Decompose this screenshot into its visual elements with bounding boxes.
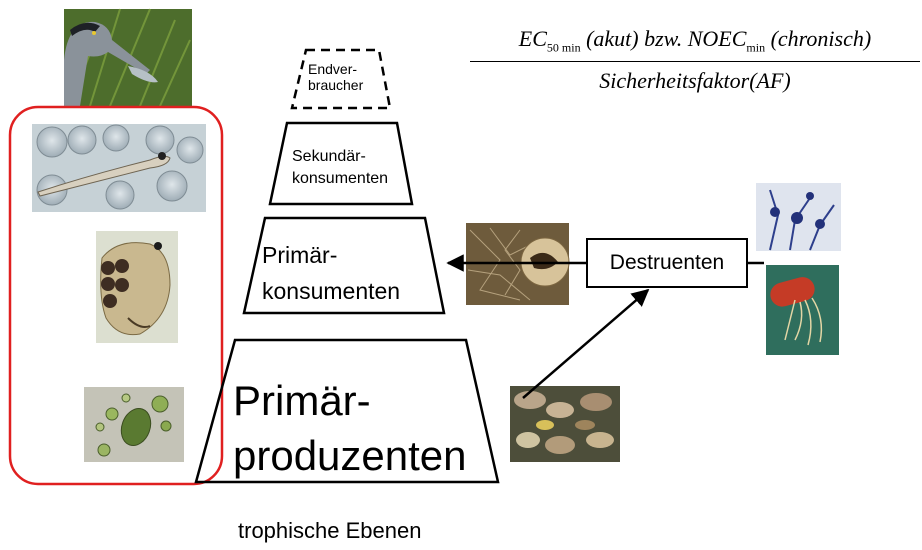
label-sekundaerkonsumenten: Sekundär- konsumenten: [292, 146, 388, 189]
highlight-frame: [8, 105, 224, 486]
formula-noec: NOEC: [687, 26, 747, 51]
formula-bzw: bzw.: [644, 26, 683, 51]
leaves-image: [510, 386, 620, 462]
formula-ec-sub: 50 min: [546, 40, 581, 55]
caption-trophische-ebenen: trophische Ebenen: [238, 518, 422, 543]
daphnia-image: [96, 231, 178, 343]
label-endverbraucher: Endver- braucher: [308, 61, 364, 93]
formula-numerator: EC50 min (akut) bzw. NOECmin (chronisch): [470, 26, 920, 63]
fungus-image: [756, 183, 841, 251]
formula-akut: (akut): [586, 26, 639, 51]
label-primaerkons-line2: konsumenten: [262, 277, 401, 304]
level-endverbraucher: [290, 48, 392, 110]
label-sekundaer-line1: Sekundär-: [292, 148, 366, 165]
heron-image: [64, 8, 192, 107]
level-primaerproduzenten: [194, 338, 500, 484]
formula-ec: EC: [518, 26, 547, 51]
label-primaerprod-line2: produzenten: [233, 431, 467, 479]
destruenten-label: Destruenten: [609, 251, 725, 274]
formula-chronisch: (chronisch): [770, 26, 872, 51]
level-primaerkonsumenten: [242, 216, 446, 315]
label-primaerkonsumenten: Primär- konsumenten: [262, 238, 400, 309]
fish-larva-image: [32, 124, 206, 212]
arrow-to-destruenten: [522, 288, 650, 399]
formula-denominator: Sicherheitsfaktor(AF): [599, 68, 791, 94]
level-sekundaerkonsumenten: [268, 121, 414, 206]
formula-noec-sub: min: [746, 40, 766, 55]
safety-factor-formula: EC50 min (akut) bzw. NOECmin (chronisch)…: [470, 26, 920, 94]
destruenten-box: Destruenten: [586, 238, 748, 288]
label-endverbraucher-line2: braucher: [308, 76, 364, 93]
label-endverbraucher-line1: Endver-: [308, 61, 358, 77]
algae-image: [84, 387, 184, 462]
label-primaerkons-line1: Primär-: [262, 242, 338, 268]
label-primaerprod-line1: Primär-: [233, 377, 371, 424]
bacterium-image: [766, 265, 839, 355]
label-primaerproduzenten: Primär- produzenten: [233, 374, 467, 483]
label-sekundaer-line2: konsumenten: [292, 169, 389, 187]
